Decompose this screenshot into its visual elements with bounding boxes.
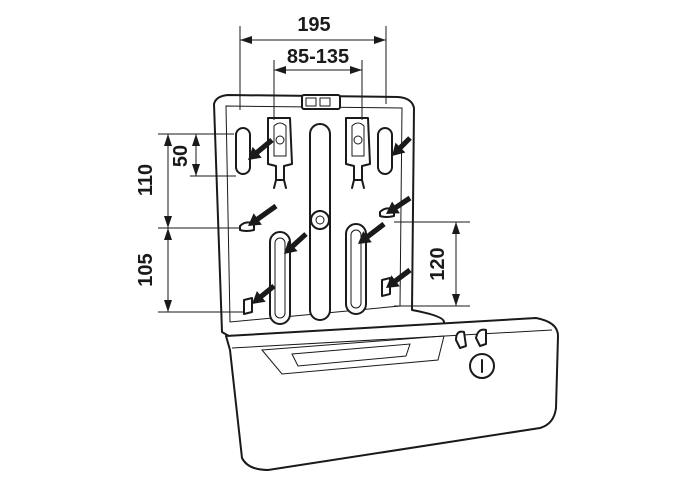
dimension-label-85-135: 85-135	[287, 46, 349, 68]
left-hanging-clip	[267, 117, 293, 189]
release-tabs	[455, 328, 487, 349]
arrow-left-lower-hole-icon	[252, 284, 276, 304]
dimension-label-195: 195	[297, 14, 330, 36]
arrow-right-lower-hole-icon	[386, 267, 412, 288]
mounting-arrows	[248, 136, 412, 304]
arrow-right-mid-hole-icon	[386, 195, 412, 214]
right-long-slot	[345, 223, 367, 315]
dimension-lines	[158, 26, 470, 313]
right-hanging-clip	[345, 117, 371, 189]
dimension-label-120: 120	[427, 247, 449, 280]
lock-keyhole-icon	[469, 353, 495, 379]
arrow-left-long-slot-icon	[284, 232, 308, 254]
central-rib	[309, 123, 331, 321]
left-upper-slot	[235, 127, 251, 175]
left-long-slot	[269, 231, 291, 325]
arrow-left-upper-slot-icon	[248, 138, 274, 160]
left-lower-hole	[243, 297, 253, 315]
front-housing	[225, 317, 559, 471]
arrow-left-mid-hole-icon	[248, 203, 278, 226]
arrow-right-long-slot-icon	[358, 221, 386, 244]
dimension-label-105: 105	[135, 253, 157, 286]
arrow-right-upper-slot-icon	[392, 136, 412, 156]
dimension-label-50: 50	[170, 145, 192, 167]
right-lower-hole	[381, 277, 391, 297]
right-upper-slot	[377, 127, 393, 175]
dimension-label-110: 110	[135, 164, 157, 196]
